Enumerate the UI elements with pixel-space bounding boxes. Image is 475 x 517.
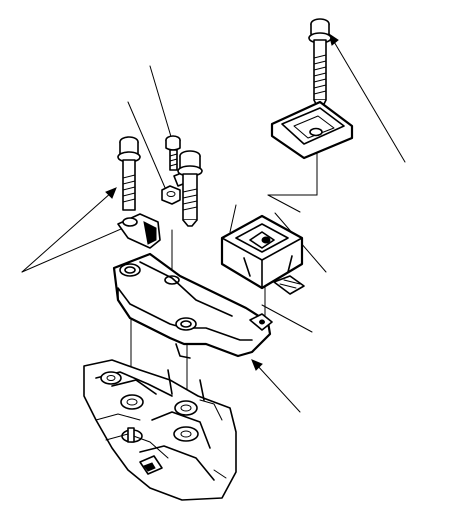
upper-mount-bracket [270, 100, 354, 160]
leader-left-bolt [21, 191, 113, 273]
leader-upper-bracket [267, 194, 301, 213]
transmission-housing [83, 359, 237, 501]
callout-leaders [21, 32, 406, 413]
leader-bracket-plate [255, 363, 301, 413]
long-mount-bolt [308, 18, 332, 109]
lower-right-bolt [177, 150, 203, 227]
arrowhead-bracket-plate [251, 359, 263, 371]
leader-mount-left [229, 204, 237, 233]
rubber-mount [220, 214, 305, 295]
arrowhead-left-bolt [105, 187, 117, 199]
leader-long-bolt [332, 39, 406, 163]
small-bolt [165, 135, 181, 171]
leader-left-bolt-2 [21, 225, 129, 273]
leader-small-bolt [149, 65, 173, 141]
leader-bracket-tab [261, 304, 313, 333]
lower-left-bolt [117, 136, 161, 249]
mount-bracket-plate [112, 252, 273, 359]
leader-nut [127, 101, 167, 191]
